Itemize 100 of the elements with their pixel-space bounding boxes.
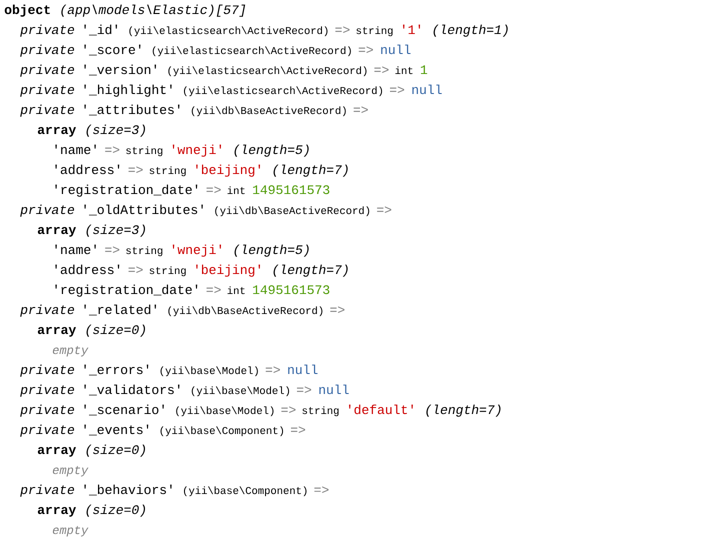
arrow-operator: => xyxy=(266,366,280,374)
arrow-operator: => xyxy=(358,46,373,54)
arrow-operator: => xyxy=(290,426,306,434)
type-name: int xyxy=(228,186,245,194)
visibility-keyword: private xyxy=(20,104,74,117)
visibility-keyword: private xyxy=(20,404,74,417)
empty-note: empty xyxy=(52,346,88,356)
property-name: '_score' xyxy=(84,44,140,56)
type-note: (app\models\Elastic)[57] xyxy=(61,4,246,17)
property-name: '_id' xyxy=(84,24,118,36)
arrow-operator: => xyxy=(128,266,143,274)
arrow-operator: => xyxy=(206,186,221,194)
empty-note: empty xyxy=(52,466,88,476)
class-name: (yii\base\Component) xyxy=(184,486,306,496)
arrow-operator: => xyxy=(105,146,120,154)
empty-note: empty xyxy=(52,526,88,536)
keyword: array xyxy=(38,507,76,517)
arrow-operator: => xyxy=(281,406,296,414)
type-name: int xyxy=(228,286,245,294)
property-name: 'registration_date' xyxy=(55,184,198,197)
class-name: (yii\elasticsearch\ActiveRecord) xyxy=(168,66,366,76)
visibility-keyword: private xyxy=(20,384,74,397)
property-name: '_attributes' xyxy=(84,104,180,116)
keyword: array xyxy=(38,127,76,137)
class-name: (yii\base\Component) xyxy=(160,426,284,436)
class-name: (yii\base\Model) xyxy=(192,386,290,396)
null-value: null xyxy=(319,384,349,394)
class-name: (yii\db\BaseActiveRecord) xyxy=(192,106,346,116)
arrow-operator: => xyxy=(330,306,344,314)
null-value: null xyxy=(381,44,411,54)
string-value: 'default' xyxy=(349,404,413,414)
type-note: (length=7) xyxy=(274,264,348,277)
property-name: '_highlight' xyxy=(84,84,172,97)
string-value: 'wneji' xyxy=(172,244,222,257)
keyword: array xyxy=(38,447,76,457)
property-name: 'address' xyxy=(55,264,120,274)
type-note: (size=0) xyxy=(86,504,146,517)
arrow-operator: => xyxy=(390,86,404,94)
type-note: (size=3) xyxy=(86,124,146,137)
class-name: (yii\elasticsearch\ActiveRecord) xyxy=(152,46,351,56)
type-name: string xyxy=(150,266,186,276)
property-name: '_related' xyxy=(84,304,156,316)
visibility-keyword: private xyxy=(20,484,74,497)
property-name: 'registration_date' xyxy=(55,284,198,297)
arrow-operator: => xyxy=(354,106,368,114)
visibility-keyword: private xyxy=(20,204,74,217)
type-name: string xyxy=(126,146,162,156)
class-name: (yii\db\BaseActiveRecord) xyxy=(215,206,370,216)
type-note: (size=3) xyxy=(86,224,146,237)
property-name: '_behaviors' xyxy=(84,484,172,496)
null-value: null xyxy=(412,84,442,94)
number-value: 1495161573 xyxy=(253,185,330,194)
type-note: (size=0) xyxy=(86,324,146,337)
type-note: (length=7) xyxy=(426,404,500,417)
property-name: 'address' xyxy=(55,164,120,174)
class-name: (yii\elasticsearch\ActiveRecord) xyxy=(129,26,328,36)
class-name: (yii\base\Model) xyxy=(176,406,274,416)
property-name: '_version' xyxy=(84,64,156,76)
arrow-operator: => xyxy=(296,386,312,394)
class-name: (yii\elasticsearch\ActiveRecord) xyxy=(184,86,382,96)
type-name: string xyxy=(126,246,162,256)
arrow-operator: => xyxy=(105,246,120,254)
visibility-keyword: private xyxy=(20,424,74,437)
property-name: '_validators' xyxy=(84,384,180,396)
type-note: (length=1) xyxy=(434,24,508,37)
string-value: 'beijing' xyxy=(196,264,260,277)
type-name: int xyxy=(395,66,412,74)
arrow-operator: => xyxy=(374,66,389,74)
visibility-keyword: private xyxy=(20,64,74,77)
visibility-keyword: private xyxy=(20,44,74,57)
visibility-keyword: private xyxy=(20,304,74,317)
property-name: '_errors' xyxy=(84,364,148,376)
property-name: '_events' xyxy=(84,424,148,436)
keyword: array xyxy=(38,227,76,237)
class-name: (yii\db\BaseActiveRecord) xyxy=(168,306,322,316)
class-name: (yii\base\Model) xyxy=(160,366,258,376)
arrow-operator: => xyxy=(128,166,143,174)
visibility-keyword: private xyxy=(20,364,74,377)
property-name: '_oldAttributes' xyxy=(84,204,203,216)
string-value: 'wneji' xyxy=(172,144,222,157)
number-value: 1495161573 xyxy=(253,285,330,294)
type-name: string xyxy=(356,26,393,36)
type-note: (size=0) xyxy=(86,444,146,457)
keyword: object xyxy=(4,4,50,17)
keyword: array xyxy=(38,327,76,337)
type-note: (length=5) xyxy=(234,244,309,257)
number-value: 1 xyxy=(420,65,428,74)
property-name: '_scenario' xyxy=(84,404,164,416)
property-name: 'name' xyxy=(55,244,96,254)
string-value: 'beijing' xyxy=(196,164,260,177)
arrow-operator: => xyxy=(335,26,350,34)
arrow-operator: => xyxy=(314,486,328,494)
string-value: '1' xyxy=(403,24,420,34)
type-name: string xyxy=(150,166,186,176)
arrow-operator: => xyxy=(206,286,221,294)
null-value: null xyxy=(288,364,318,374)
property-name: 'name' xyxy=(55,144,96,154)
type-note: (length=7) xyxy=(274,164,348,177)
type-name: string xyxy=(302,406,339,416)
visibility-keyword: private xyxy=(20,84,74,97)
